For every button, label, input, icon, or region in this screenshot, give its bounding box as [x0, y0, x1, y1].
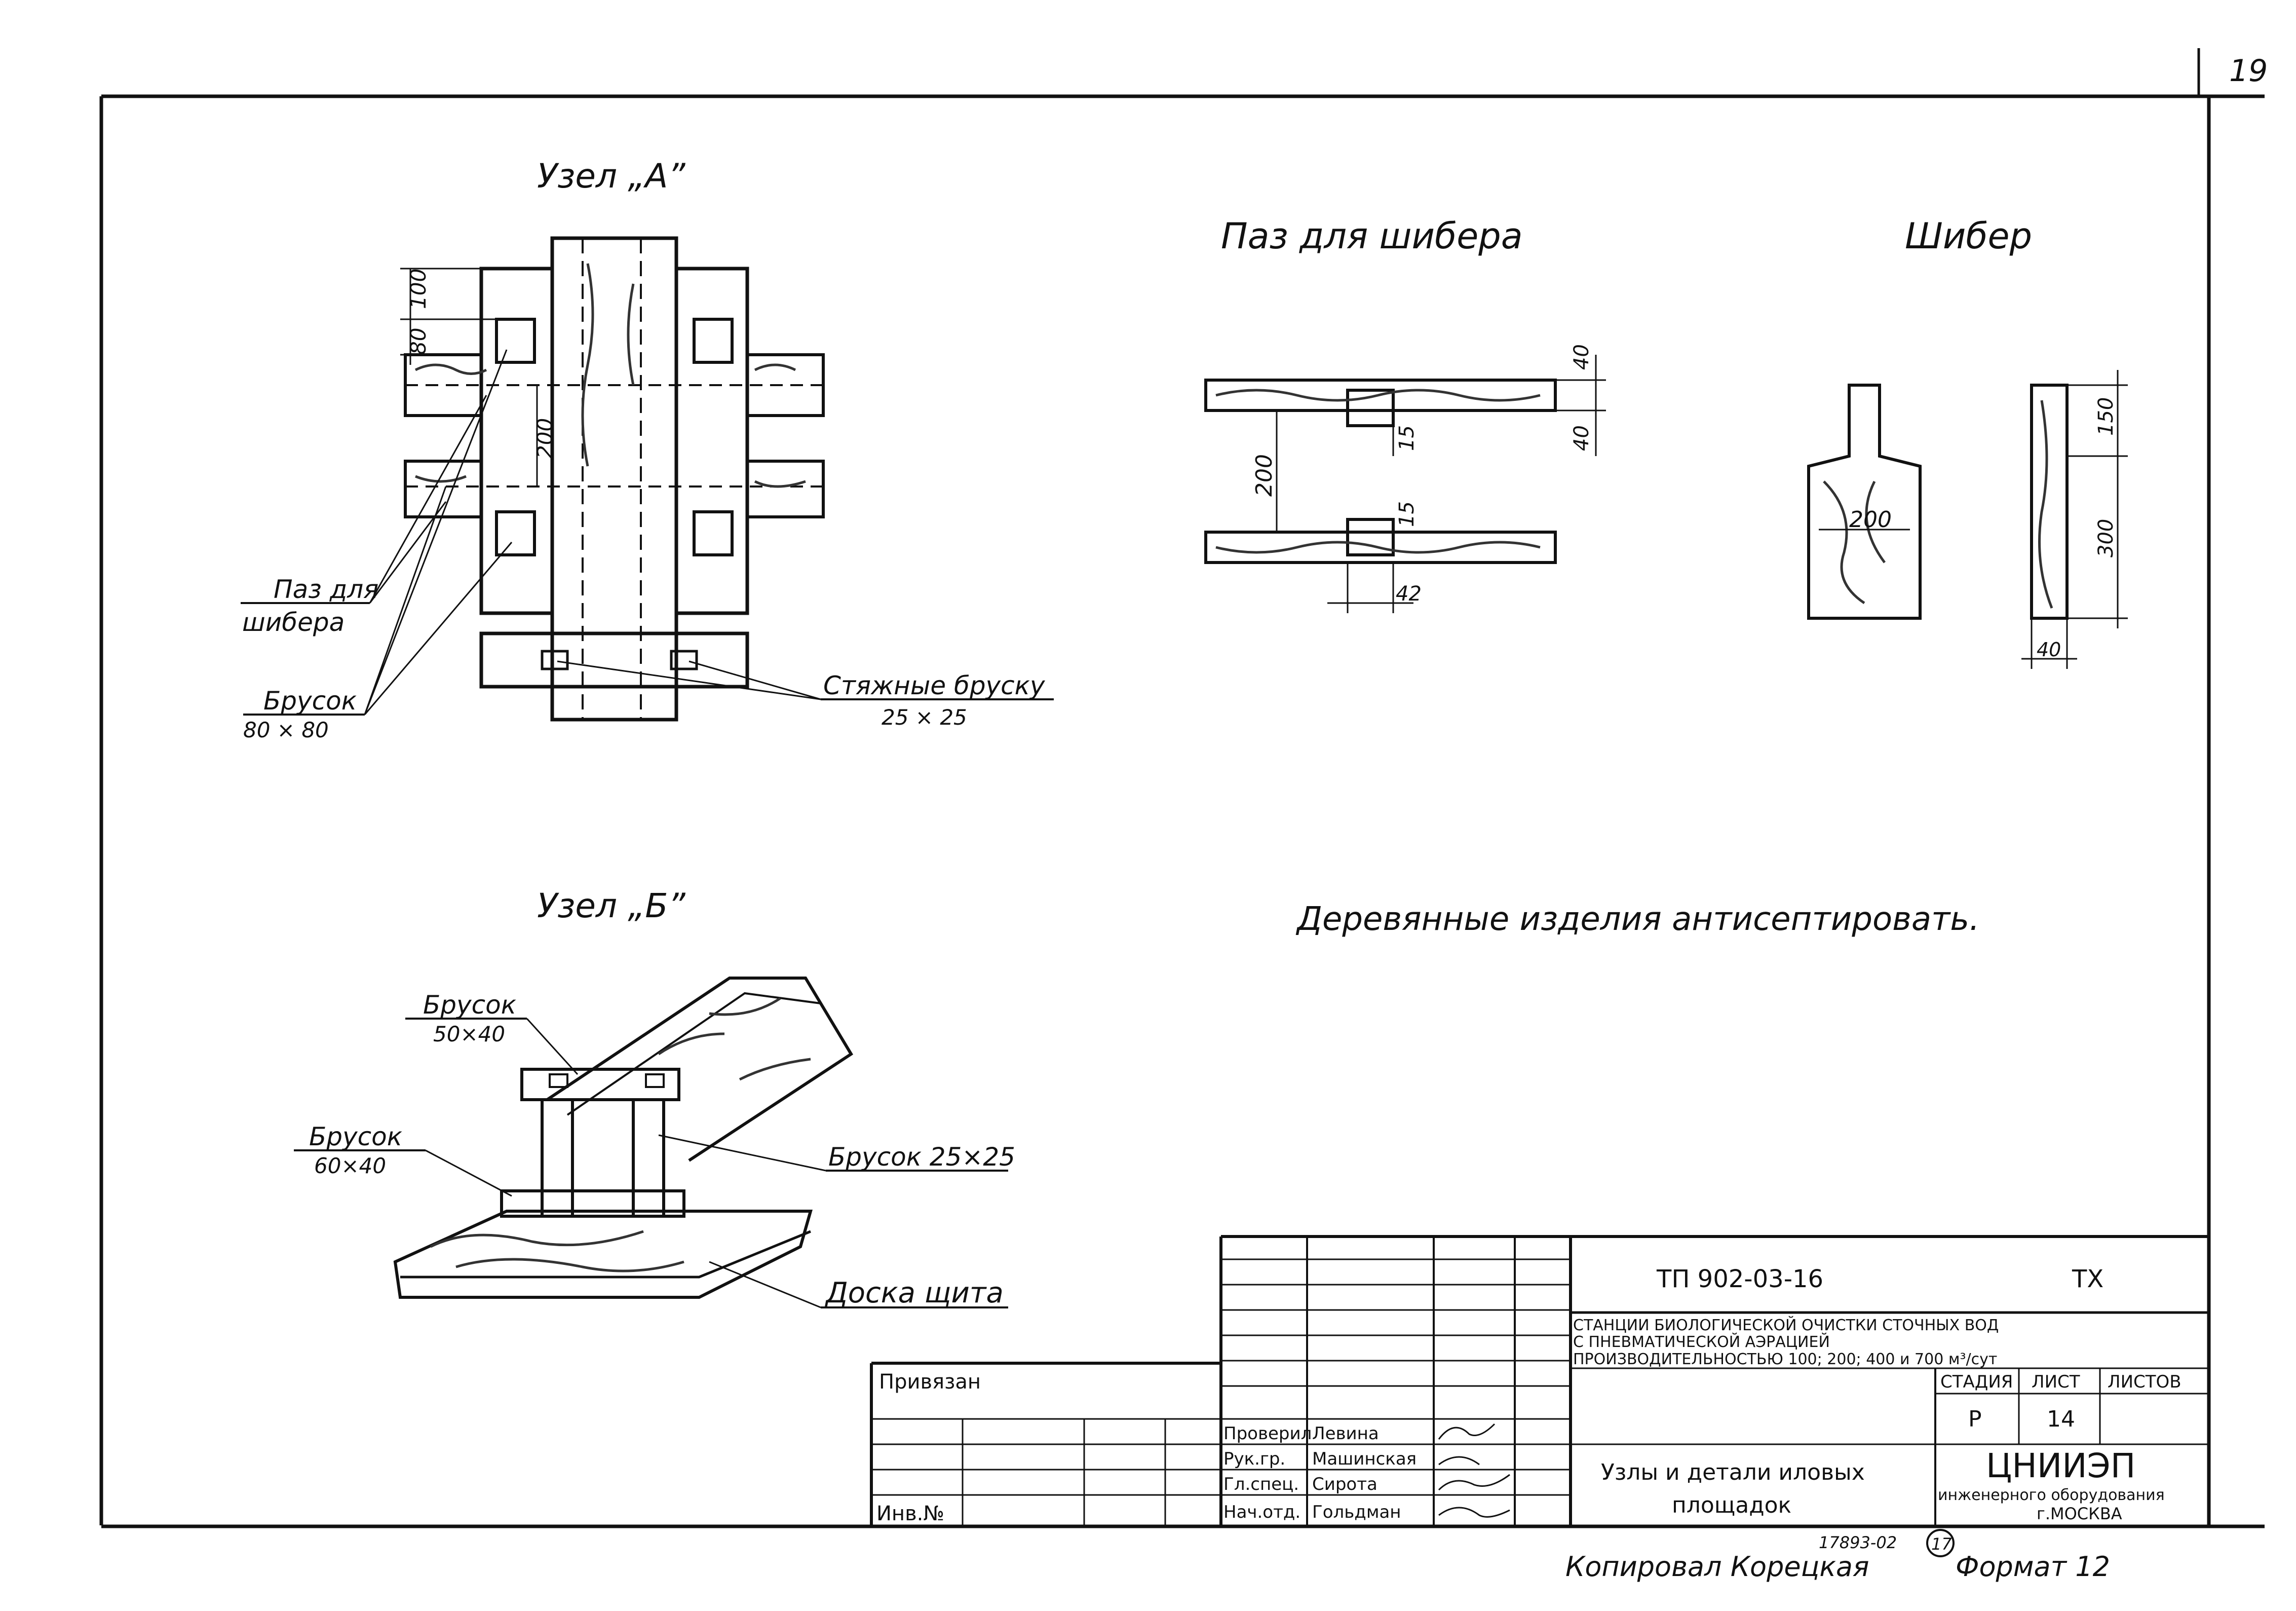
tb-role-1: Проверил [1223, 1423, 1312, 1444]
page-number-corner: 19 [2229, 53, 2268, 89]
footer: Копировал Корецкая 17893-02 17 Формат 12 [1565, 1529, 2110, 1583]
tb-desc-1: СТАНЦИИ БИОЛОГИЧЕСКОЙ ОЧИСТКИ СТОЧНЫХ ВО… [1573, 1316, 1999, 1334]
tb-name-4: Гольдман [1312, 1502, 1401, 1522]
node-a-drawing: Узел „А” 100 80 200 [241, 157, 1054, 742]
tb-sheet-title-1: Узлы и детали иловых [1601, 1459, 1865, 1485]
signature-marks [1438, 1423, 1510, 1518]
dim-a-80: 80 [406, 328, 431, 355]
dim-shiber-300: 300 [2094, 519, 2118, 557]
footer-number: 17893-02 [1819, 1533, 1897, 1552]
label-a-paz-line2: шибера [242, 608, 345, 637]
label-a-styazhnye-size: 25 × 25 [882, 705, 967, 730]
dim-paz-15b: 15 [1395, 501, 1419, 527]
dim-paz-40b: 40 [1570, 425, 1593, 451]
dim-shiber-40: 40 [2037, 639, 2061, 661]
tb-name-1: Левина [1312, 1423, 1379, 1444]
tb-org-line2: инженерного оборудования [1938, 1486, 2165, 1504]
label-b-doska: Доска щита [824, 1277, 1004, 1309]
general-note: Деревянные изделия антисептировать. [1295, 901, 1979, 938]
footer-format: Формат 12 [1956, 1551, 2110, 1583]
tb-stage-header: СТАДИЯ [1940, 1372, 2013, 1392]
tb-role-2: Рук.гр. [1223, 1449, 1285, 1469]
footer-copied: Копировал Корецкая [1565, 1551, 1869, 1583]
dim-paz-200: 200 [1251, 454, 1277, 497]
dim-a-100: 100 [406, 269, 431, 309]
footer-circle [1926, 1529, 1955, 1557]
label-b-brusok-left: Брусок [309, 1122, 402, 1151]
tb-sheets-header: ЛИСТОВ [2108, 1372, 2182, 1392]
paz-title: Паз для шибера [1221, 215, 1523, 257]
dim-a-200: 200 [532, 418, 557, 459]
tb-inv: Инв.№ [876, 1502, 944, 1525]
paz-detail: Паз для шибера 200 15 15 40 40 42 [1204, 215, 1606, 613]
tb-role-3: Гл.спец. [1223, 1474, 1299, 1494]
dim-paz-40a: 40 [1570, 344, 1593, 370]
shiber-detail: Шибер 200 150 300 40 [1807, 215, 2128, 669]
label-b-brusok-left-size: 60×40 [314, 1153, 386, 1178]
tb-role-4: Нач.отд. [1223, 1502, 1300, 1522]
dim-paz-15a: 15 [1395, 425, 1419, 451]
tb-org-line3: г.МОСКВА [2037, 1504, 2122, 1523]
label-a-brusok: Брусок [263, 686, 357, 716]
page-frame: 19 [99, 48, 2268, 1528]
tb-stage: Р [1968, 1406, 1982, 1432]
node-b-drawing: Узел „Б” Брусок 50×40 Брусок 60×40 Брусо… [294, 886, 1015, 1309]
node-a-title: Узел „А” [537, 157, 685, 196]
label-a-brusok-size: 80 × 80 [243, 718, 329, 742]
tb-mark: ТХ [2072, 1265, 2103, 1293]
label-a-paz-line1: Паз для [274, 575, 378, 604]
tb-code: ТП 902-03-16 [1656, 1265, 1823, 1293]
tb-name-3: Сирота [1312, 1474, 1377, 1494]
dim-paz-42: 42 [1396, 582, 1422, 606]
dim-shiber-200: 200 [1849, 507, 1892, 533]
node-b-title: Узел „Б” [537, 886, 686, 925]
label-b-brusok-25: Брусок 25×25 [828, 1142, 1015, 1172]
tb-sheet: 14 [2047, 1406, 2075, 1432]
tb-sheet-header: ЛИСТ [2032, 1372, 2080, 1392]
tb-desc-2: С ПНЕВМАТИЧЕСКОЙ АЭРАЦИЕЙ [1573, 1333, 1830, 1351]
label-b-brusok-top: Брусок [423, 990, 516, 1020]
dim-shiber-150: 150 [2094, 397, 2118, 436]
footer-circled: 17 [1931, 1534, 1952, 1554]
tb-name-2: Машинская [1312, 1449, 1417, 1469]
shiber-title: Шибер [1905, 215, 2032, 257]
tb-sheet-title-2: площадок [1672, 1492, 1791, 1518]
tb-org: ЦНИИЭП [1986, 1446, 2135, 1485]
tb-privyazan: Привязан [879, 1370, 981, 1394]
label-a-styazhnye: Стяжные бруску [823, 671, 1046, 700]
label-b-brusok-top-size: 50×40 [433, 1022, 505, 1046]
title-block: Привязан Инв.№ Проверил Левина Рук.гр. М… [870, 1235, 2209, 1526]
tb-desc-3: ПРОИЗВОДИТЕЛЬНОСТЬЮ 100; 200; 400 и 700 … [1573, 1351, 1997, 1368]
